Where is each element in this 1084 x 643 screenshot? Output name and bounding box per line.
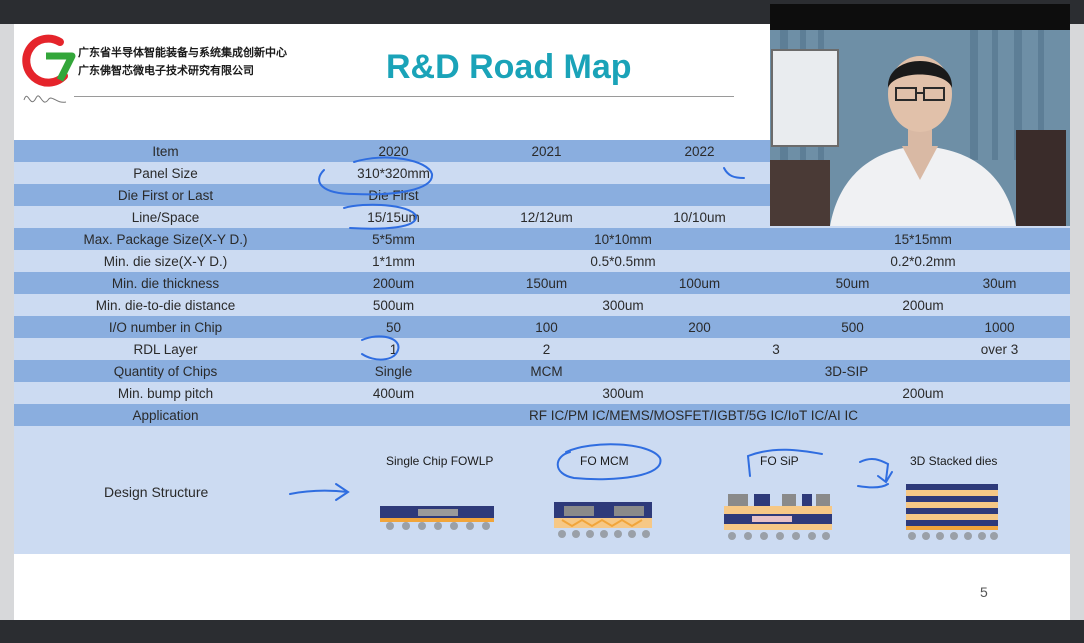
roadmap-cell: [470, 184, 623, 206]
roadmap-cell: 3D-SIP: [623, 360, 1070, 382]
presenter-camera-feed: [770, 30, 1070, 226]
structure-label-fowlp: Single Chip FOWLP: [386, 454, 494, 468]
roadmap-cell: 200: [623, 316, 776, 338]
roadmap-cell: [623, 184, 776, 206]
roadmap-cell: 10/10um: [623, 206, 776, 228]
3d-stacked-diagram: [906, 484, 998, 540]
roadmap-cell: 500um: [317, 294, 470, 316]
roadmap-cell: 1*1mm: [317, 250, 470, 272]
org-name-line2: 广东佛智芯微电子技术研究有限公司: [78, 65, 254, 77]
roadmap-cell: 50: [317, 316, 470, 338]
row-item-label: Item: [14, 140, 317, 162]
roadmap-cell: 300um: [470, 294, 776, 316]
roadmap-cell: 310*320mm: [317, 162, 470, 184]
presenter-video[interactable]: [770, 4, 1070, 226]
roadmap-cell: 300um: [470, 382, 776, 404]
structure-label-3d-stacked: 3D Stacked dies: [910, 454, 998, 468]
structure-label-fo-mcm: FO MCM: [580, 454, 629, 468]
row-item-label: Application: [14, 404, 317, 426]
row-item-label: Panel Size: [14, 162, 317, 184]
roadmap-cell: 150um: [470, 272, 623, 294]
roadmap-cell: 200um: [776, 382, 1070, 404]
row-item-label: Min. die-to-die distance: [14, 294, 317, 316]
roadmap-cell: [623, 162, 776, 184]
row-item-label: Quantity of Chips: [14, 360, 317, 382]
roadmap-cell: 50um: [776, 272, 929, 294]
page-number: 5: [980, 584, 988, 600]
row-item-label: Min. bump pitch: [14, 382, 317, 404]
roadmap-cell: 100um: [623, 272, 776, 294]
row-item-label: Min. die thickness: [14, 272, 317, 294]
roadmap-cell: 400um: [317, 382, 470, 404]
fowlp-diagram: [380, 506, 494, 530]
ink-squiggle-icon: [23, 95, 67, 103]
row-item-label: I/O number in Chip: [14, 316, 317, 338]
roadmap-cell: 2021: [470, 140, 623, 162]
roadmap-cell: Die First: [317, 184, 470, 206]
slide-title: R&D Road Map: [386, 48, 632, 86]
roadmap-cell: 15*15mm: [776, 228, 1070, 250]
roadmap-cell: over 3: [929, 338, 1070, 360]
row-item-label: Min. die size(X-Y D.): [14, 250, 317, 272]
roadmap-cell: 2020: [317, 140, 470, 162]
row-item-label: Die First or Last: [14, 184, 317, 206]
structure-label-fo-sip: FO SiP: [760, 454, 799, 468]
roadmap-cell: 5*5mm: [317, 228, 470, 250]
roadmap-cell: 200um: [776, 294, 1070, 316]
roadmap-cell: 2022: [623, 140, 776, 162]
roadmap-cell: Single: [317, 360, 470, 382]
slide-left-margin: [0, 24, 14, 620]
row-item-label: RDL Layer: [14, 338, 317, 360]
roadmap-cell: 500: [776, 316, 929, 338]
roadmap-cell: 10*10mm: [470, 228, 776, 250]
roadmap-cell: 2: [470, 338, 623, 360]
roadmap-cell: 100: [470, 316, 623, 338]
design-structure-row: Design Structure Single Chip FOWLP FO MC…: [14, 426, 1070, 554]
roadmap-cell: 3: [623, 338, 929, 360]
roadmap-cell: 1000: [929, 316, 1070, 338]
roadmap-cell: 0.2*0.2mm: [776, 250, 1070, 272]
row-item-label: Max. Package Size(X-Y D.): [14, 228, 317, 250]
roadmap-cell: MCM: [470, 360, 623, 382]
title-divider: [74, 96, 734, 97]
roadmap-cell: 15/15um: [317, 206, 470, 228]
roadmap-cell: RF IC/PM IC/MEMS/MOSFET/IGBT/5G IC/IoT I…: [317, 404, 1070, 426]
roadmap-cell: 1: [317, 338, 470, 360]
roadmap-cell: 30um: [929, 272, 1070, 294]
fo-mcm-diagram: [554, 502, 652, 538]
row-item-label: Line/Space: [14, 206, 317, 228]
roadmap-cell: [470, 162, 623, 184]
company-logo: [22, 34, 76, 87]
roadmap-cell: 200um: [317, 272, 470, 294]
window-bottom-bar: [0, 620, 1084, 643]
org-name-line1: 广东省半导体智能装备与系统集成创新中心: [78, 47, 287, 59]
roadmap-cell: 0.5*0.5mm: [470, 250, 776, 272]
design-structure-label: Design Structure: [104, 484, 209, 500]
roadmap-cell: 12/12um: [470, 206, 623, 228]
fo-sip-diagram: [724, 494, 832, 540]
slide-right-margin: [1070, 24, 1084, 620]
